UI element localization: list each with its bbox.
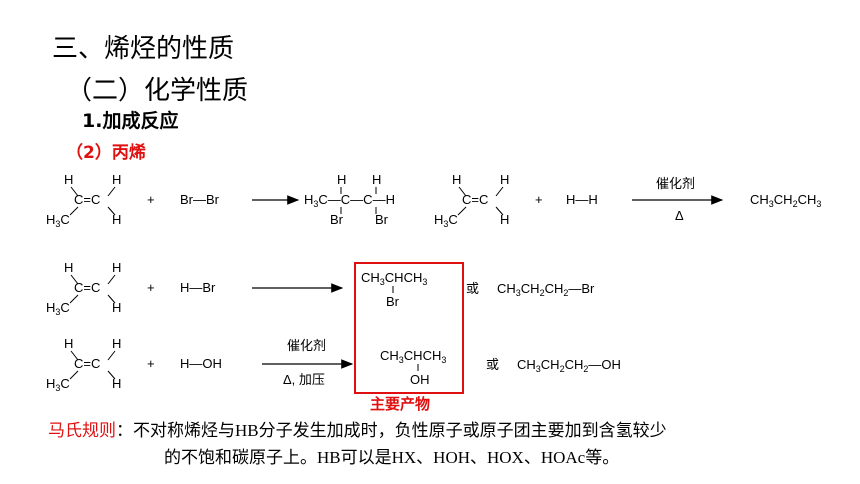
svg-text:Br: Br	[375, 212, 389, 227]
propene-row3	[45, 335, 122, 394]
svg-text:H3C—C—C—H: H3C—C—C—H	[304, 192, 395, 209]
propane-product: CH3CH2CH3	[750, 192, 821, 209]
catalyst-1: 催化剂	[656, 176, 695, 191]
condition-2: Δ, 加压	[283, 372, 325, 387]
or-label-2: 或	[486, 357, 499, 372]
reagent-hbr: H—Br	[180, 280, 216, 295]
reaction-scheme: H H C=C H3C H + Br—Br HH H3C—C—C—H Br Br…	[45, 171, 821, 394]
case-title: （2）丙烯	[66, 143, 146, 163]
major-substituent-oh: OH	[410, 372, 430, 387]
condition-1: Δ	[675, 208, 684, 223]
reagent-h2o: H—OH	[180, 356, 222, 371]
rule-text-line1: ：不对称烯烃与HB分子发生加成时，负性原子或原子团主要加到含氢较少	[116, 421, 667, 440]
svg-text:H: H	[372, 172, 381, 187]
or-label-1: 或	[466, 281, 479, 296]
plus-2: +	[535, 192, 543, 207]
reagent-h2: H—H	[566, 192, 598, 207]
plus-4: +	[147, 356, 155, 371]
subsection-title: （二）化学性质	[66, 76, 249, 106]
dibromide-product: H H H3C—C—C—H Br Br	[304, 172, 395, 227]
propene-row1b	[433, 171, 510, 230]
plus-1: +	[147, 192, 155, 207]
rule-label: 马氏规则	[48, 421, 116, 440]
major-product-hbr: CH3CHCH3	[361, 270, 427, 287]
propene-row2	[45, 259, 122, 318]
propene-row1	[45, 171, 122, 230]
catalyst-2: 催化剂	[287, 338, 326, 353]
minor-product-hbr: CH3CH2CH2—Br	[497, 281, 595, 298]
rule-text-line2: 的不饱和碳原子上。HB可以是HX、HOH、HOX、HOAc等。	[164, 448, 620, 467]
topic-title: 1.加成反应	[82, 110, 179, 132]
svg-text:Br: Br	[330, 212, 344, 227]
major-substituent-br: Br	[386, 294, 400, 309]
minor-product-h2o: CH3CH2CH2—OH	[517, 357, 621, 374]
svg-text:H: H	[337, 172, 346, 187]
major-product-h2o: CH3CHCH3	[380, 348, 446, 365]
major-product-box	[354, 262, 464, 394]
major-products-label: 主要产物	[370, 395, 431, 413]
markovnikov-rule: 马氏规则：不对称烯烃与HB分子发生加成时，负性原子或原子团主要加到含氢较少	[48, 416, 667, 441]
section-title: 三、烯烃的性质	[52, 34, 235, 64]
reagent-br2: Br—Br	[180, 192, 220, 207]
plus-3: +	[147, 280, 155, 295]
